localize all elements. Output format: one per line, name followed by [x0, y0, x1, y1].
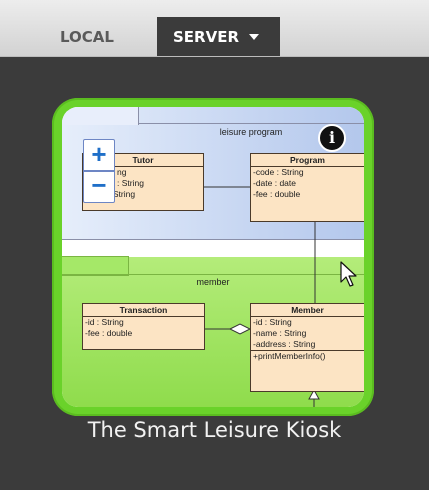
class-name: Transaction [83, 304, 204, 317]
package-name: member [62, 274, 364, 290]
class-attr: -id : String [85, 317, 124, 327]
class-name: Tutor [83, 154, 203, 167]
class-member: Member -id : String -name : String -addr… [250, 303, 364, 392]
package-tab [62, 256, 129, 276]
diagram-thumbnail: leisure program member Tutor ng : String… [62, 107, 364, 407]
zoom-out-button[interactable]: − [83, 171, 115, 203]
tab-server-label: SERVER [173, 27, 240, 46]
class-attr: -fee : double [253, 189, 301, 199]
class-attr: -code : String [253, 167, 304, 177]
class-name: Program [251, 154, 364, 167]
caret-down-icon [249, 33, 260, 40]
zoom-in-button[interactable]: + [83, 139, 115, 171]
class-attr: -date : date [253, 178, 297, 188]
info-icon[interactable]: i [318, 124, 346, 152]
tab-server[interactable]: SERVER [157, 17, 280, 56]
class-attr: -name : String [253, 328, 307, 338]
class-transaction: Transaction -id : String -fee : double [82, 303, 205, 350]
project-title[interactable]: The Smart Leisure Kiosk [87, 418, 342, 442]
class-op: +printMemberInfo() [251, 350, 364, 362]
class-attr: -address : String [253, 339, 316, 349]
tab-local[interactable]: LOCAL [28, 17, 146, 56]
tab-local-label: LOCAL [60, 27, 114, 46]
class-attr: -id : String [253, 317, 292, 327]
project-card[interactable]: leisure program member Tutor ng : String… [52, 98, 374, 416]
class-attr: : String [117, 178, 144, 188]
mouse-pointer-icon [340, 261, 357, 287]
class-attr: ng [117, 167, 127, 177]
tab-bar: LOCAL SERVER [0, 0, 429, 57]
class-program: Program -code : String -date : date -fee… [250, 153, 364, 222]
class-attr: -fee : double [85, 328, 133, 338]
package-tab [62, 107, 139, 125]
package-name: leisure program [138, 123, 364, 139]
class-name: Member [251, 304, 364, 317]
